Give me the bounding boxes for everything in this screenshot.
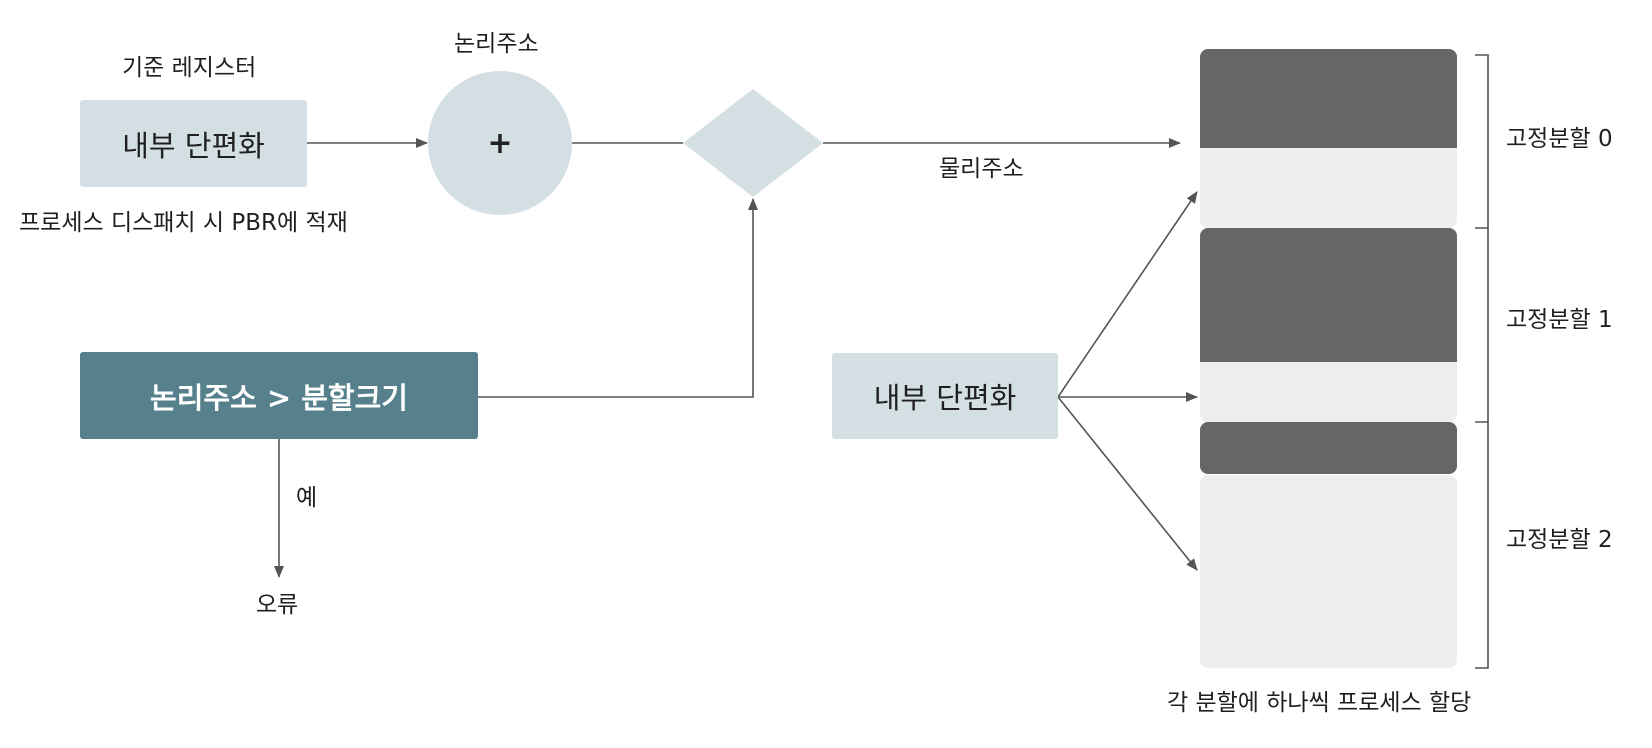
base-register-box: 내부 단편화 xyxy=(80,100,307,187)
partition2-label: 고정분할 2 xyxy=(1506,527,1613,553)
partition2-free-block xyxy=(1200,475,1457,668)
partition0-used-block xyxy=(1200,49,1457,157)
arrow-frag-to-partition0 xyxy=(1057,191,1198,398)
logical-address-label: 논리주소 xyxy=(454,31,539,57)
decision-diamond xyxy=(683,89,823,197)
dispatch-note: 프로세스 디스패치 시 PBR에 적재 xyxy=(19,210,348,236)
partition0-free-block xyxy=(1200,148,1457,228)
error-label: 오류 xyxy=(256,592,299,618)
brace-partition0 xyxy=(1475,54,1489,229)
brace-partition1 xyxy=(1475,228,1489,423)
partition1-used-block xyxy=(1200,228,1457,370)
internal-fragmentation-box: 내부 단편화 xyxy=(832,353,1058,439)
compare-box: 논리주소 > 분할크기 xyxy=(80,352,478,439)
partition1-free-block xyxy=(1200,362,1457,422)
partition0-label: 고정분할 0 xyxy=(1506,126,1613,152)
brace-partition2 xyxy=(1475,422,1489,669)
arrow-frag-to-partition2 xyxy=(1057,396,1198,571)
yes-label: 예 xyxy=(296,485,318,511)
partition1-label: 고정분할 1 xyxy=(1506,307,1613,333)
arrow-compare-to-diamond xyxy=(478,198,758,398)
physical-address-label: 물리주소 xyxy=(939,156,1024,182)
base-register-label: 기준 레지스터 xyxy=(122,55,257,81)
partition2-used-block xyxy=(1200,422,1457,474)
adder-circle: + xyxy=(428,71,572,215)
memory-caption: 각 분할에 하나씩 프로세스 할당 xyxy=(1167,690,1472,716)
